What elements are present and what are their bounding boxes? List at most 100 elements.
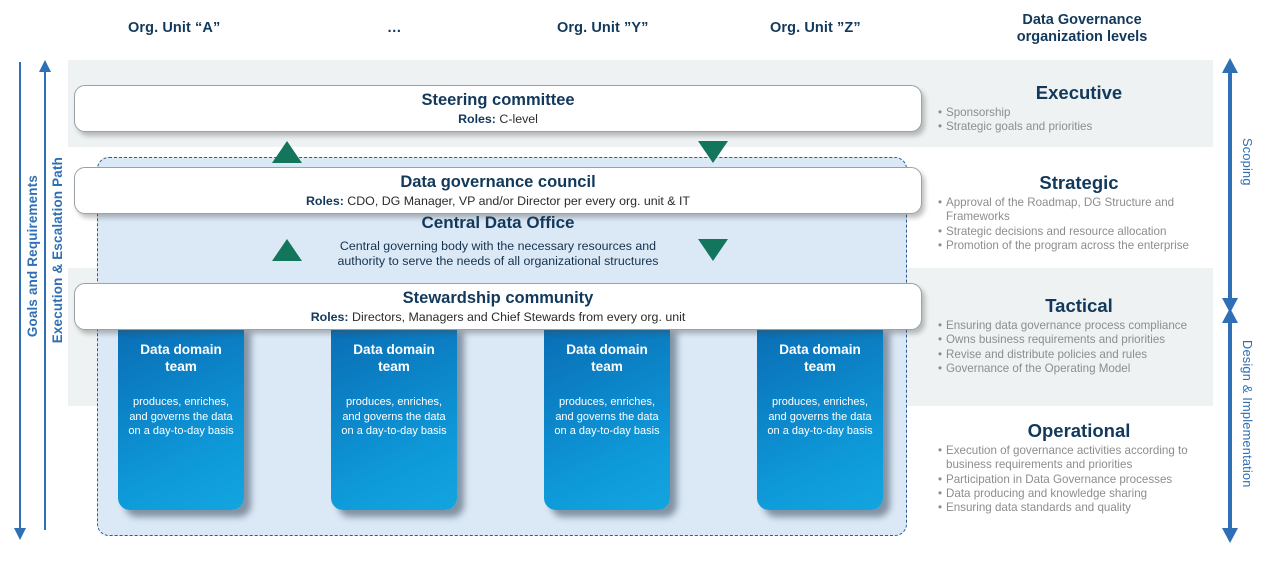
escalation-axis-line	[44, 72, 47, 530]
escalation-up-triangle-icon	[272, 141, 302, 163]
requirements-down-triangle-icon	[698, 141, 728, 163]
level-tactical: Tactical Ensuring data governance proces…	[938, 295, 1220, 376]
card-title-line1: Data domain	[779, 342, 861, 357]
data-domain-team-card[interactable]: Data domain team produces, enriches, and…	[331, 325, 457, 510]
central-data-office-desc: Central governing body with the necessar…	[74, 239, 922, 269]
steering-committee-roles: Roles: C-level	[458, 112, 538, 127]
design-implementation-axis-arrowhead-up-icon	[1222, 308, 1238, 323]
goals-axis-label: Goals and Requirements	[25, 175, 40, 338]
level-bullet: Promotion of the program across the ente…	[938, 239, 1220, 254]
central-data-office-desc-line2: authority to serve the needs of all orga…	[337, 254, 659, 268]
scoping-axis-line	[1228, 72, 1232, 300]
right-column-header: Data Governance organization levels	[952, 12, 1212, 46]
level-bullet: Approval of the Roadmap, DG Structure an…	[938, 196, 1220, 225]
card-body-line2: and governs the data	[555, 410, 659, 423]
level-title: Tactical	[1045, 295, 1113, 316]
right-column-header-line1: Data Governance	[1022, 12, 1142, 28]
steering-committee-bar[interactable]: Steering committee Roles: C-level	[74, 85, 922, 132]
card-body-line1: produces, enriches,	[772, 396, 868, 408]
data-governance-council-bar[interactable]: Data governance council Roles: CDO, DG M…	[74, 167, 922, 214]
card-title-line2: team	[165, 359, 197, 374]
level-bullets: Execution of governance activities accor…	[938, 444, 1220, 516]
data-domain-team-card[interactable]: Data domain team produces, enriches, and…	[757, 325, 883, 510]
card-body-line2: and governs the data	[129, 410, 233, 423]
roles-label: Roles:	[310, 309, 349, 324]
level-executive: Executive Sponsorship Strategic goals an…	[938, 82, 1220, 135]
level-title: Executive	[1035, 82, 1123, 103]
data-domain-team-card[interactable]: Data domain team produces, enriches, and…	[118, 325, 244, 510]
data-domain-team-card[interactable]: Data domain team produces, enriches, and…	[544, 325, 670, 510]
card-title: Data domain team	[128, 341, 234, 375]
escalation-axis-arrowhead-up-icon	[38, 60, 51, 72]
level-operational: Operational Execution of governance acti…	[938, 420, 1220, 516]
level-bullet: Data producing and knowledge sharing	[938, 487, 1220, 502]
card-body: produces, enriches, and governs the data…	[128, 395, 234, 439]
column-header-org-unit-z: Org. Unit ”Z”	[770, 20, 861, 36]
level-bullet: Governance of the Operating Model	[938, 362, 1220, 377]
card-body-line3: on a day-to-day basis	[554, 425, 660, 437]
level-bullets: Approval of the Roadmap, DG Structure an…	[938, 196, 1220, 253]
goals-axis-arrowhead-down-icon	[13, 528, 26, 540]
stewardship-community-bar[interactable]: Stewardship community Roles: Directors, …	[74, 283, 922, 330]
level-strategic: Strategic Approval of the Roadmap, DG St…	[938, 172, 1220, 253]
card-title-line1: Data domain	[140, 342, 222, 357]
card-title-line2: team	[804, 359, 836, 374]
card-body-line3: on a day-to-day basis	[767, 425, 873, 437]
card-body: produces, enriches, and governs the data…	[554, 395, 660, 439]
card-body: produces, enriches, and governs the data…	[341, 395, 447, 439]
card-title-line2: team	[378, 359, 410, 374]
central-data-office-title: Central Data Office	[421, 213, 575, 232]
escalation-up-triangle-icon	[272, 239, 302, 261]
card-body-line1: produces, enriches,	[133, 396, 229, 408]
design-implementation-axis-arrowhead-down-icon	[1222, 528, 1238, 543]
level-title: Operational	[1027, 420, 1131, 441]
design-implementation-axis-line	[1228, 322, 1232, 530]
level-bullet: Strategic goals and priorities	[938, 120, 1220, 135]
level-bullet: Ensuring data standards and quality	[938, 501, 1220, 516]
design-implementation-axis-label: Design & Implementation	[1240, 340, 1255, 488]
roles-label: Roles:	[458, 111, 496, 126]
card-body-line3: on a day-to-day basis	[128, 425, 234, 437]
card-title: Data domain team	[341, 341, 447, 375]
level-bullet: Owns business requirements and prioritie…	[938, 333, 1220, 348]
card-body-line2: and governs the data	[342, 410, 446, 423]
level-bullet: Execution of governance activities accor…	[938, 444, 1220, 473]
card-body-line3: on a day-to-day basis	[341, 425, 447, 437]
level-bullet: Ensuring data governance process complia…	[938, 319, 1220, 334]
column-header-ellipsis: …	[387, 20, 402, 36]
central-data-office-desc-line1: Central governing body with the necessar…	[339, 239, 657, 253]
card-body: produces, enriches, and governs the data…	[767, 395, 873, 439]
central-data-office-block: Central Data Office Central governing bo…	[74, 213, 922, 269]
column-header-org-unit-y: Org. Unit ”Y”	[557, 20, 649, 36]
level-bullet: Revise and distribute policies and rules	[938, 348, 1220, 363]
level-bullets: Ensuring data governance process complia…	[938, 319, 1220, 376]
card-title-line2: team	[591, 359, 623, 374]
card-title-line1: Data domain	[353, 342, 435, 357]
scoping-axis-label: Scoping	[1240, 138, 1255, 186]
steering-committee-title: Steering committee	[421, 90, 575, 109]
level-bullet: Participation in Data Governance process…	[938, 473, 1220, 488]
card-title-line1: Data domain	[566, 342, 648, 357]
roles-value: CDO, DG Manager, VP and/or Director per …	[343, 193, 691, 208]
level-title: Strategic	[1039, 172, 1119, 193]
roles-value: C-level	[495, 111, 538, 126]
goals-axis-line	[19, 62, 22, 530]
requirements-down-triangle-icon	[698, 239, 728, 261]
roles-label: Roles:	[305, 193, 344, 208]
stewardship-community-title: Stewardship community	[402, 288, 594, 307]
level-bullets: Sponsorship Strategic goals and prioriti…	[938, 106, 1220, 135]
card-body-line1: produces, enriches,	[346, 396, 442, 408]
column-header-org-unit-a: Org. Unit “A”	[128, 20, 221, 36]
escalation-axis-label: Execution & Escalation Path	[50, 157, 65, 344]
data-governance-council-title: Data governance council	[400, 172, 596, 191]
data-governance-council-roles: Roles: CDO, DG Manager, VP and/or Direct…	[306, 194, 690, 209]
right-column-header-line2: organization levels	[1016, 29, 1148, 45]
scoping-axis-arrowhead-up-icon	[1222, 58, 1238, 73]
card-body-line2: and governs the data	[768, 410, 872, 423]
roles-value: Directors, Managers and Chief Stewards f…	[348, 309, 686, 324]
card-title: Data domain team	[554, 341, 660, 375]
level-bullet: Sponsorship	[938, 106, 1220, 121]
card-body-line1: produces, enriches,	[559, 396, 655, 408]
level-bullet: Strategic decisions and resource allocat…	[938, 225, 1220, 240]
